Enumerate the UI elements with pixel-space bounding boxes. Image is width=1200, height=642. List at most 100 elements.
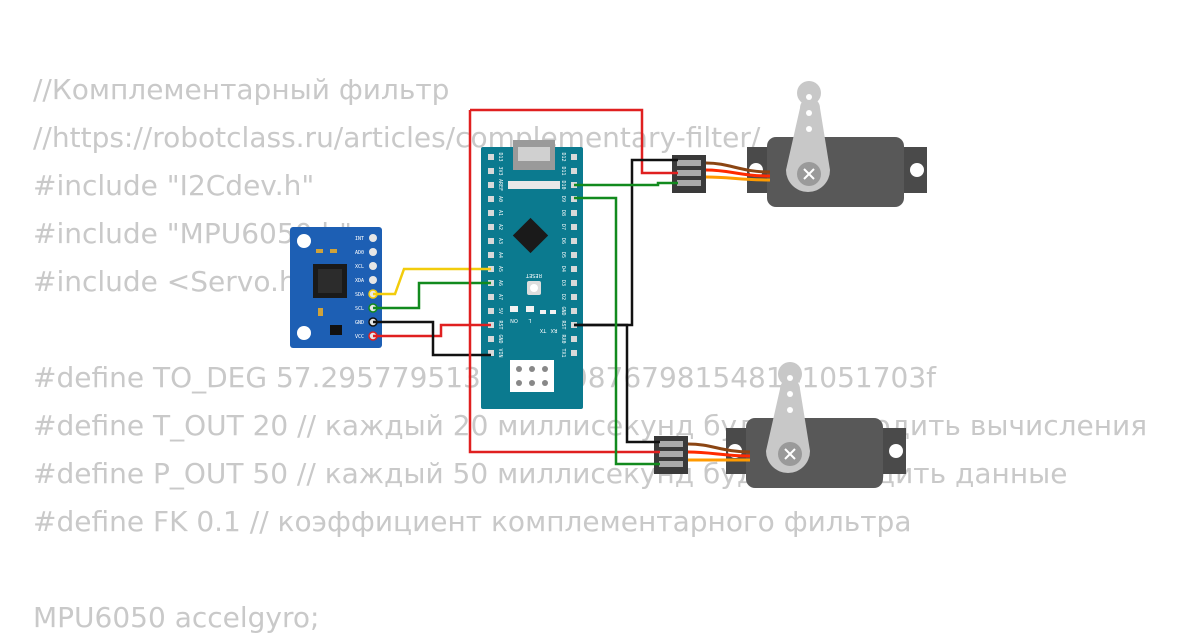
nano-pad-left-a4[interactable]	[488, 252, 494, 258]
nano-pin-label-left-rst: RST	[497, 320, 503, 329]
mpu6050-smd-1	[316, 249, 323, 253]
mpu6050-pin-labels: INT AD0 XCL XDA SDA SCL GND VCC	[355, 236, 364, 340]
servo-top-lead-brown	[705, 161, 771, 174]
code-line-12: MPU6050 accelgyro;	[33, 601, 320, 634]
mpu6050-pin-label-scl: SCL	[355, 306, 364, 312]
nano-pad-left-gnd[interactable]	[488, 336, 494, 342]
nano-pad-right-d8[interactable]	[571, 210, 577, 216]
mpu6050-pad-ad0[interactable]	[369, 248, 377, 256]
nano-pin-label-right-d12: D12	[560, 152, 566, 161]
nano-usb-shield	[508, 181, 560, 189]
nano-pad-left-d13[interactable]	[488, 154, 494, 160]
nano-pad-left-vin[interactable]	[488, 350, 494, 356]
wire-d11-servo-top[interactable]	[574, 181, 678, 187]
code-line-1: //Комплементарный фильтр	[33, 73, 450, 106]
servo-top-connector-pin-2	[677, 170, 701, 176]
arduino-nano[interactable]: RESET ON L TX RX D133V3AREFA0A1A2A3A4A5A…	[481, 140, 583, 409]
nano-pad-left-a3[interactable]	[488, 238, 494, 244]
nano-pad-left-a0[interactable]	[488, 196, 494, 202]
mpu6050-pin-label-sda: SDA	[355, 292, 364, 298]
wire-scl-a5[interactable]	[373, 281, 491, 310]
nano-pad-right-d4[interactable]	[571, 266, 577, 272]
servo-bottom-connector-pin-1	[659, 441, 683, 447]
nano-pad-left-aref[interactable]	[488, 182, 494, 188]
nano-pin-label-left-5v: 5V	[497, 308, 503, 314]
mpu6050-module[interactable]: INT AD0 XCL XDA SDA SCL GND VCC	[290, 227, 382, 348]
nano-pin-label-left-a2: A2	[497, 224, 503, 230]
nano-pin-label-right-d8: D8	[560, 210, 566, 216]
nano-pin-label-left-a4: A4	[497, 252, 503, 258]
nano-pad-right-rx0[interactable]	[571, 336, 577, 342]
nano-pin-label-right-d3: D3	[560, 280, 566, 286]
nano-on-label: ON	[510, 317, 518, 323]
nano-icsp-pin-6	[542, 380, 548, 386]
mpu6050-pad-xcl[interactable]	[369, 262, 377, 270]
wire-gnd-servo-bottom[interactable]	[574, 323, 660, 444]
nano-pin-label-left-a3: A3	[497, 238, 503, 244]
nano-pad-right-d12[interactable]	[571, 154, 577, 160]
nano-pad-left-3v3[interactable]	[488, 168, 494, 174]
nano-pad-right-tx1[interactable]	[571, 350, 577, 356]
nano-reset-button-cap[interactable]	[530, 284, 538, 292]
code-line-10: #define FK 0.1 // коэффициент комплемент…	[33, 505, 912, 538]
nano-icsp-header	[510, 360, 554, 392]
nano-mcu-chip	[512, 217, 549, 254]
servo-top-lead-red	[705, 168, 771, 178]
nano-pin-label-right-d6: D6	[560, 238, 566, 244]
wire-5v-servo-bottom[interactable]	[468, 110, 660, 454]
servo-bottom-horn-tip	[778, 362, 802, 386]
nano-pad-left-a2[interactable]	[488, 224, 494, 230]
nano-pin-label-right-d9: D9	[560, 196, 566, 202]
mpu6050-mount-hole-bottom	[297, 326, 311, 340]
mpu6050-smd-2	[330, 249, 337, 253]
mpu6050-pad-int[interactable]	[369, 234, 377, 242]
nano-pad-right-d2[interactable]	[571, 294, 577, 300]
nano-pad-right-d3[interactable]	[571, 280, 577, 286]
servo-top-horn-hole-2	[806, 110, 812, 116]
mpu6050-pin-label-ad0: AD0	[355, 250, 364, 256]
servo-top-connector-pin-3	[677, 180, 701, 186]
servo-top[interactable]	[672, 81, 927, 207]
servo-bottom-connector-pin-2	[659, 451, 683, 457]
servo-bottom-horn-hole-2	[787, 391, 793, 397]
mpu6050-pad-xda[interactable]	[369, 276, 377, 284]
servo-top-lead-orange	[705, 175, 771, 182]
nano-pin-label-right-d10: D10	[560, 180, 566, 189]
nano-usb-socket	[518, 147, 550, 161]
servo-top-horn-hole-1	[806, 94, 812, 100]
servo-bottom-lead-red	[687, 450, 751, 458]
nano-pin-label-right-tx1: TX1	[560, 348, 566, 357]
nano-icsp-pin-4	[516, 380, 522, 386]
wire-sda-a4[interactable]	[373, 267, 491, 296]
nano-pad-left-a7[interactable]	[488, 294, 494, 300]
mpu6050-chip-die	[318, 269, 342, 293]
nano-pad-right-d5[interactable]	[571, 252, 577, 258]
nano-pin-label-left-a6: A6	[497, 280, 503, 286]
nano-pin-label-right-d5: D5	[560, 252, 566, 258]
nano-led-l	[526, 306, 534, 312]
nano-pad-right-d6[interactable]	[571, 238, 577, 244]
servo-bottom-screw-icon	[784, 448, 796, 460]
wire-5v-servo-top[interactable]	[470, 108, 678, 175]
servo-bottom[interactable]	[654, 362, 906, 488]
wire-d10-servo-bottom[interactable]	[574, 196, 660, 466]
nano-pad-left-a1[interactable]	[488, 210, 494, 216]
servo-top-horn-hole-3	[806, 126, 812, 132]
nano-pad-left-5v[interactable]	[488, 308, 494, 314]
nano-icsp-pin-5	[529, 380, 535, 386]
nano-pin-label-left-d13: D13	[497, 152, 503, 161]
nano-pad-right-d7[interactable]	[571, 224, 577, 230]
nano-pin-label-left-a1: A1	[497, 210, 503, 216]
code-line-2: //https://robotclass.ru/articles/complem…	[33, 121, 761, 154]
wire-vcc-5v[interactable]	[373, 323, 491, 338]
nano-pad-right-d11[interactable]	[571, 168, 577, 174]
servo-bottom-lead-brown	[687, 442, 751, 454]
servo-bottom-mount-hole-right	[889, 444, 903, 458]
nano-tx-label: TX	[539, 327, 547, 333]
nano-pad-right-gnd[interactable]	[571, 308, 577, 314]
wire-gnd-mpu[interactable]	[373, 320, 491, 357]
nano-pin-label-right-d4: D4	[560, 266, 566, 272]
servo-bottom-horn-hole-3	[787, 407, 793, 413]
code-line-3: #include "I2Cdev.h"	[33, 169, 315, 202]
servo-top-connector-pin-1	[677, 160, 701, 166]
